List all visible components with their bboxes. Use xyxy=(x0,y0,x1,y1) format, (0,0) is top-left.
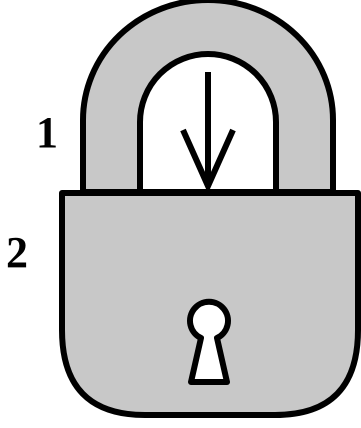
down-arrow-icon xyxy=(183,72,233,186)
body-label: 2 xyxy=(6,228,28,277)
shackle-label: 1 xyxy=(36,108,58,157)
